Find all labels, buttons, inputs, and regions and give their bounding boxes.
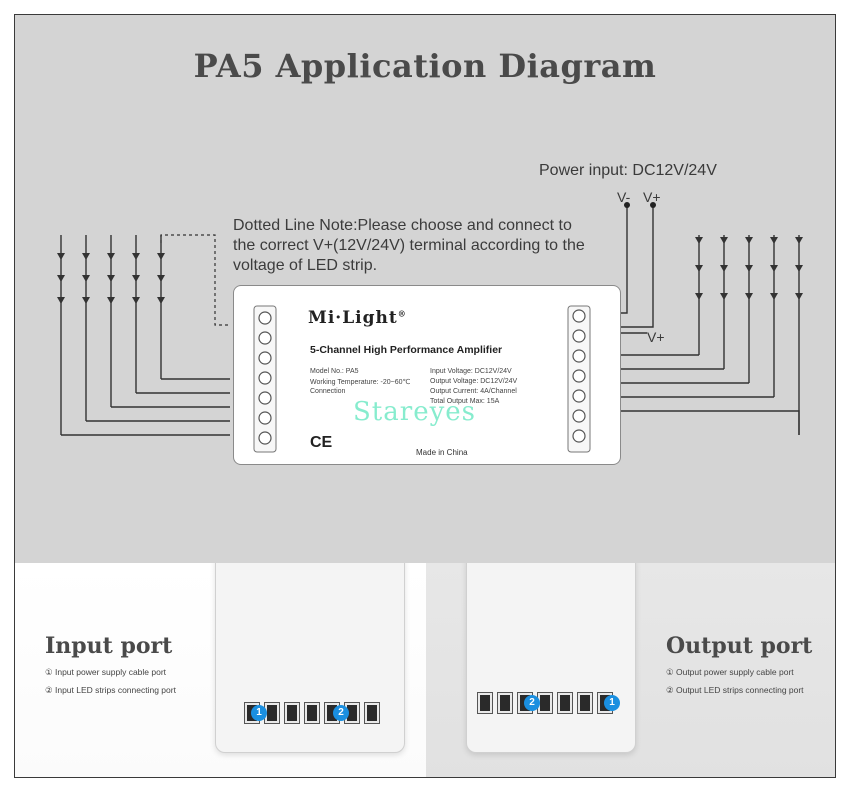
output-port-title: Output port xyxy=(666,633,813,659)
dotted-line-note: Dotted Line Note:Please choose and conne… xyxy=(233,217,585,274)
output-badge-2: 2 xyxy=(524,695,540,711)
device-output-side xyxy=(466,563,636,753)
spec-connection: Connection xyxy=(310,388,346,395)
v-minus-label: V- xyxy=(617,189,631,205)
product-name: 5-Channel High Performance Amplifier xyxy=(310,344,503,356)
spec-output-voltage: Output Voltage: DC12V/24V xyxy=(430,378,518,385)
ce-mark: CE xyxy=(310,434,333,451)
wiring-diagram xyxy=(57,202,803,436)
input-port-title: Input port xyxy=(45,633,173,659)
v-plus-label: V+ xyxy=(643,189,661,205)
spec-input-voltage: Input Voltage: DC12V/24V xyxy=(430,368,512,375)
input-note-1: ① Input power supply cable port xyxy=(45,667,167,677)
input-note-2: ② Input LED strips connecting port xyxy=(45,685,176,695)
power-input-label: Power input: DC12V/24V xyxy=(539,162,717,179)
input-port-photo: 1 2 Input port ① Input power supply cabl… xyxy=(15,563,426,777)
output-note-2: ② Output LED strips connecting port xyxy=(666,685,804,695)
watermark: Stareyes xyxy=(353,397,476,427)
terminal-blocks xyxy=(253,305,591,453)
brand-logo: Mi·Light® xyxy=(308,308,407,328)
spec-total-output: Total Output Max: 15A xyxy=(430,398,500,405)
output-badge-1: 1 xyxy=(604,695,620,711)
input-badge-2: 2 xyxy=(333,705,349,721)
device-input-side xyxy=(215,563,405,753)
spec-model: Model No.: PA5 xyxy=(310,368,359,375)
made-in-label: Made in China xyxy=(416,448,468,457)
v-plus-terminal-label: V+ xyxy=(647,329,665,345)
input-badge-1: 1 xyxy=(251,705,267,721)
output-note-1: ① Output power supply cable port xyxy=(666,667,794,677)
spec-temperature: Working Temperature: -20~60℃ xyxy=(310,379,411,386)
amplifier-device: Mi·Light® 5-Channel High Performance Amp… xyxy=(233,285,621,465)
diagram-frame: PA5 Application Diagram xyxy=(14,14,836,778)
diagram-title: PA5 Application Diagram xyxy=(193,47,657,85)
output-port-photo: 2 1 Output port ① Output power supply ca… xyxy=(426,563,835,777)
spec-output-current: Output Current: 4A/Channel xyxy=(430,388,517,395)
